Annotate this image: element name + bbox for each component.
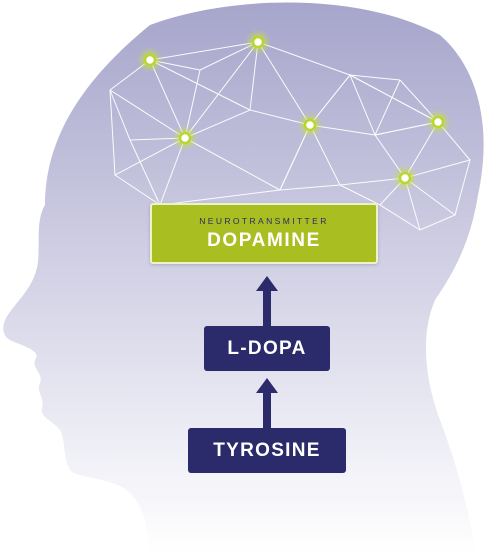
- glow-node: [137, 47, 163, 73]
- arrow-up-icon: [256, 276, 278, 327]
- head-silhouette: [3, 2, 484, 554]
- l-dopa-node: L-DOPA: [204, 326, 330, 371]
- arrow-up-icon: [256, 378, 278, 429]
- dopamine-label: DOPAMINE: [207, 230, 321, 251]
- glow-node: [392, 165, 418, 191]
- neurotransmitter-caption: NEUROTRANSMITTER: [199, 216, 329, 226]
- l-dopa-label: L-DOPA: [227, 337, 307, 359]
- glow-node: [172, 125, 198, 151]
- tyrosine-label: TYROSINE: [213, 439, 321, 461]
- glow-node: [425, 109, 451, 135]
- network-nodes: [137, 29, 451, 191]
- glow-node: [245, 29, 271, 55]
- glow-node: [297, 112, 323, 138]
- dopamine-node: NEUROTRANSMITTER DOPAMINE: [150, 203, 378, 264]
- tyrosine-node: TYROSINE: [188, 428, 346, 473]
